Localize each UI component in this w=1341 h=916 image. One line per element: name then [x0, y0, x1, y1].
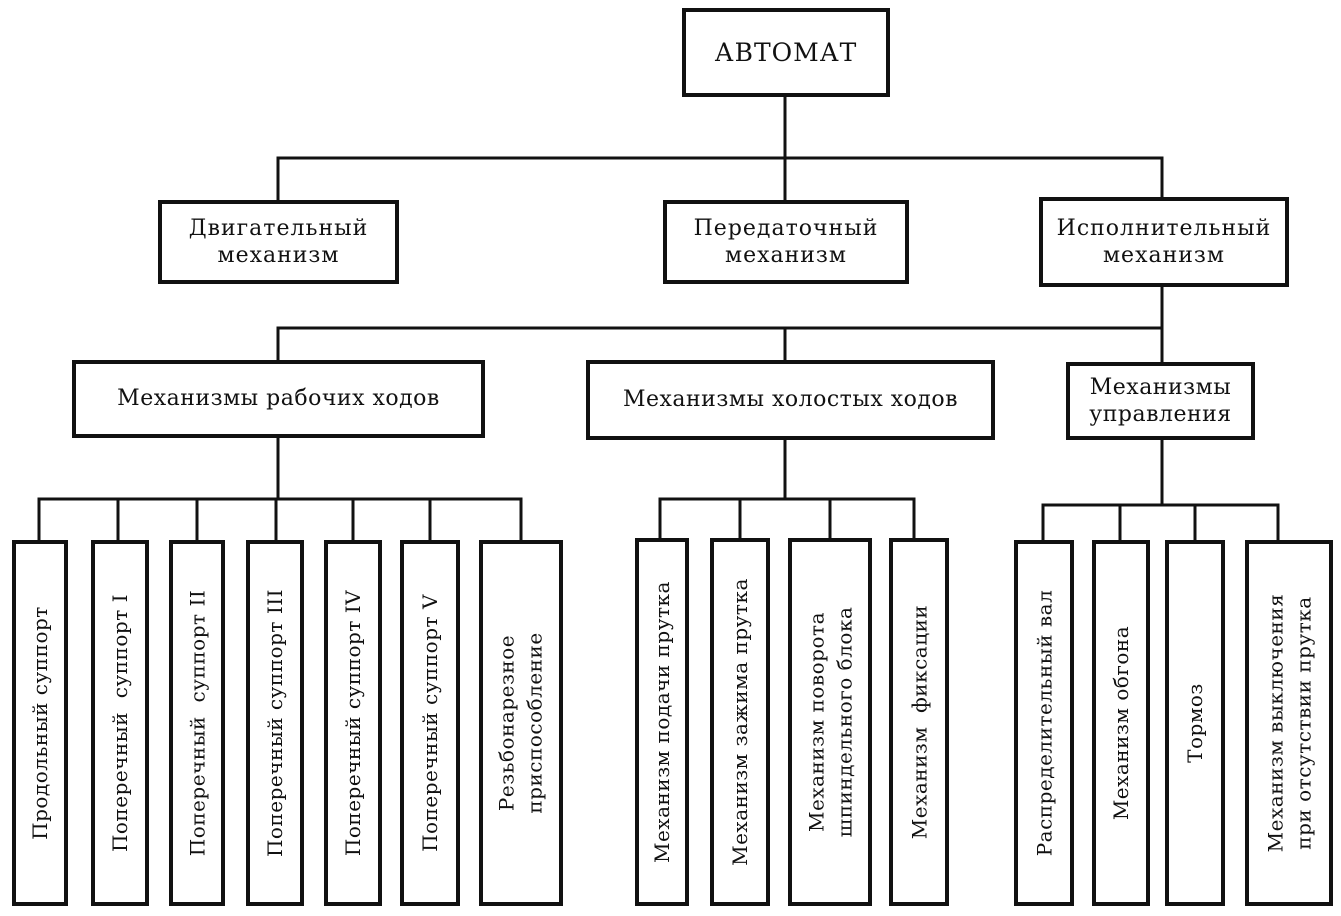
working-strokes-label: Механизмы рабочих ходов — [117, 386, 440, 412]
idle-strokes-box: Механизмы холостых ходов — [586, 360, 995, 440]
idle-strokes-label: Механизмы холостых ходов — [622, 387, 959, 413]
control-leaf-3-label: Тормоз — [1183, 683, 1208, 763]
control-mechanisms-box: Механизмы управления — [1066, 362, 1255, 440]
drive-mechanism-box: Двигательный механизм — [158, 200, 399, 284]
idle-leaf-4: Механизм фиксации — [889, 538, 949, 906]
working-strokes-box: Механизмы рабочих ходов — [72, 360, 485, 438]
transmission-mechanism-label: Передаточный механизм — [693, 215, 879, 269]
root-box: АВТОМАТ — [682, 8, 890, 97]
executive-mechanism-box: Исполнительный механизм — [1039, 197, 1289, 287]
working-leaf-7: Резьбонарезное приспособление — [479, 540, 563, 906]
working-leaf-1: Продольный суппорт — [12, 540, 68, 906]
idle-leaf-3-label: Механизм поворота шпиндельного блока — [804, 606, 857, 838]
control-leaf-2-label: Механизм обгона — [1109, 625, 1134, 821]
idle-leaf-2: Механизм зажима прутка — [710, 538, 770, 906]
working-leaf-7-label: Резьбонарезное приспособление — [495, 632, 548, 814]
working-leaf-6: Поперечный суппорт V — [400, 540, 460, 906]
control-leaf-2: Механизм обгона — [1092, 540, 1150, 906]
transmission-mechanism-box: Передаточный механизм — [663, 200, 909, 284]
working-leaf-2-label: Поперечный суппорт I — [108, 593, 133, 853]
control-leaf-1-label: Распределительный вал — [1032, 589, 1056, 857]
executive-mechanism-label: Исполнительный механизм — [1056, 215, 1272, 269]
idle-leaf-3: Механизм поворота шпиндельного блока — [788, 538, 872, 906]
root-label: АВТОМАТ — [714, 37, 858, 67]
idle-leaf-2-label: Механизм зажима прутка — [728, 578, 753, 866]
control-leaf-4-label: Механизм выключения при отсутствии прутк… — [1263, 593, 1316, 853]
idle-leaf-1: Механизм подачи прутка — [635, 538, 689, 906]
control-leaf-4: Механизм выключения при отсутствии прутк… — [1245, 540, 1333, 906]
idle-leaf-1-label: Механизм подачи прутка — [650, 581, 675, 863]
working-leaf-3-label: Поперечный суппорт II — [185, 589, 209, 857]
drive-mechanism-label: Двигательный механизм — [188, 215, 369, 269]
working-leaf-2: Поперечный суппорт I — [91, 540, 149, 906]
working-leaf-3: Поперечный суппорт II — [169, 540, 225, 906]
working-leaf-5: Поперечный суппорт IV — [324, 540, 382, 906]
control-mechanisms-label: Механизмы управления — [1089, 374, 1232, 428]
control-leaf-1: Распределительный вал — [1014, 540, 1074, 906]
working-leaf-4-label: Поперечный суппорт III — [263, 588, 288, 858]
working-leaf-1-label: Продольный суппорт — [28, 606, 52, 840]
working-leaf-5-label: Поперечный суппорт IV — [341, 589, 365, 857]
control-leaf-3: Тормоз — [1165, 540, 1225, 906]
working-leaf-4: Поперечный суппорт III — [246, 540, 304, 906]
idle-leaf-4-label: Механизм фиксации — [907, 604, 931, 840]
working-leaf-6-label: Поперечный суппорт V — [418, 594, 443, 852]
